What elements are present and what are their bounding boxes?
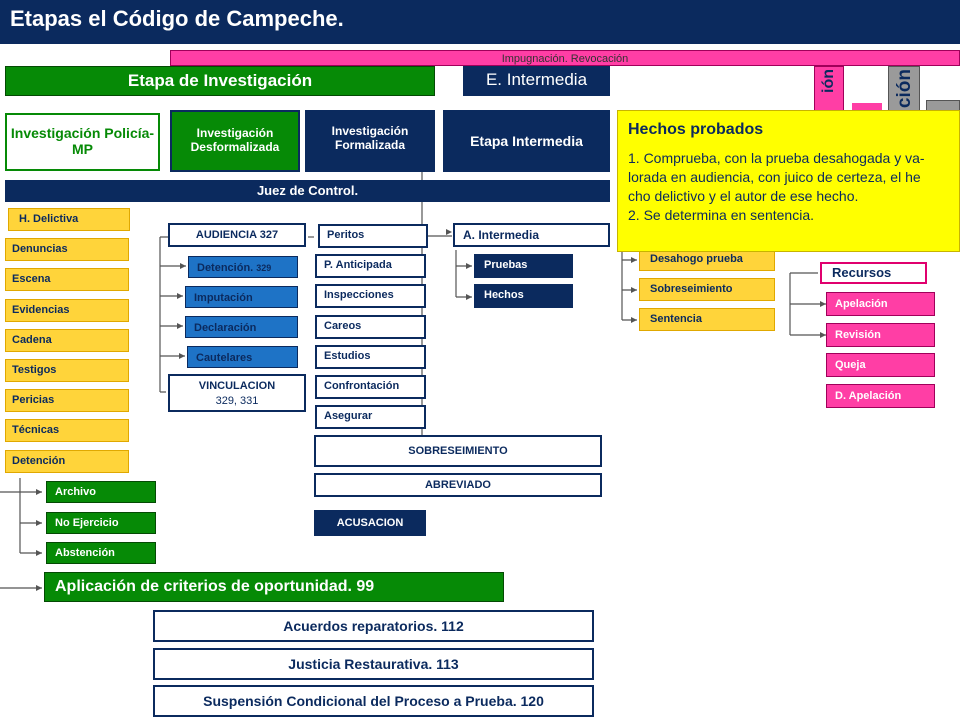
investigacion-formalizada-header: Investigación Formalizada — [305, 110, 435, 172]
detencion-number: 329 — [256, 263, 272, 273]
popup-title: Hechos probados — [628, 121, 764, 138]
formalizada-item[interactable]: Asegurar — [315, 405, 426, 430]
formalizada-item[interactable]: P. Anticipada — [315, 254, 426, 279]
detencion-label: Detención. — [197, 262, 254, 274]
salida-alterna-item[interactable]: Justicia Restaurativa. 113 — [153, 647, 594, 680]
etapa-investigacion-header: Etapa de Investigación — [5, 66, 435, 96]
popup-body: 1. Comprueba, con la prueba desahogada y… — [628, 149, 949, 225]
sobreseimiento-bar: SOBRESEIMIENTO — [314, 435, 602, 467]
formalizada-item[interactable]: Confrontación — [315, 375, 426, 399]
policia-item[interactable]: Denuncias — [5, 238, 129, 262]
outcome-item[interactable]: No Ejercicio — [46, 511, 156, 534]
etapa-intermedia-column-header: Etapa Intermedia — [443, 110, 610, 172]
audiencia-number: 327 — [259, 229, 279, 241]
juicio-item[interactable]: Sentencia — [639, 308, 775, 331]
etapa-intermedia-header: E. Intermedia — [463, 66, 610, 96]
popup-line: 2. Se determina en sentencia. — [628, 207, 815, 223]
impugnacion-bar: Impugnación. Revocación — [170, 50, 960, 66]
vertical-label-right-text: ción — [894, 69, 915, 109]
juez-de-control-bar: Juez de Control. — [5, 180, 610, 202]
vertical-label-left: ión — [814, 66, 844, 116]
popup-line: 1. Comprueba, con la prueba desahogada y… — [628, 150, 925, 166]
vinculacion-number: 329, 331 — [215, 395, 259, 407]
policia-item[interactable]: Detención — [5, 449, 129, 473]
hechos-probados-popup: Hechos probados 1. Comprueba, con la pru… — [617, 110, 960, 252]
recurso-item[interactable]: Queja — [826, 353, 935, 377]
policia-item[interactable]: Testigos — [5, 359, 129, 382]
formalizada-item[interactable]: Inspecciones — [315, 284, 426, 309]
vinculacion-box: VINCULACION 329, 331 — [168, 374, 306, 412]
juicio-item[interactable]: Desahogo prueba — [639, 248, 775, 271]
investigacion-formalizada-label: Investigación Formalizada — [331, 124, 409, 152]
formalizada-item[interactable]: Peritos — [318, 224, 428, 248]
policia-item[interactable]: H. Delictiva — [8, 208, 130, 231]
a-intermedia-box: A. Intermedia — [453, 223, 610, 247]
audiencia-step[interactable]: Imputación — [185, 286, 298, 308]
audiencia-box: AUDIENCIA 327 — [168, 223, 306, 247]
policia-item[interactable]: Evidencias — [5, 298, 129, 322]
formalizada-item[interactable]: Estudios — [315, 344, 426, 369]
salida-alterna-item[interactable]: Acuerdos reparatorios. 112 — [153, 610, 594, 642]
page-title: Etapas el Código de Campeche. — [0, 0, 960, 44]
policia-item[interactable]: Técnicas — [5, 419, 129, 443]
salida-alterna-item[interactable]: Suspensión Condicional del Proceso a Pru… — [153, 685, 594, 717]
vinculacion-label: VINCULACION — [198, 380, 276, 392]
recurso-item[interactable]: Revisión — [826, 322, 935, 347]
vertical-label-left-text: ión — [820, 69, 837, 93]
investigacion-policia-label: Investigación Policía-MP — [10, 125, 155, 157]
intermedia-item[interactable]: Hechos — [474, 284, 573, 308]
outcome-item[interactable]: Archivo — [46, 481, 156, 503]
investigacion-policia-header: Investigación Policía-MP — [5, 113, 160, 171]
vertical-label-right: ción — [888, 66, 920, 116]
investigacion-desformalizada-header: Investigación Desformalizada — [170, 110, 300, 172]
formalizada-item[interactable]: Careos — [315, 314, 426, 339]
policia-item[interactable]: Escena — [5, 268, 129, 292]
acusacion-box: ACUSACION — [314, 510, 426, 536]
policia-item[interactable]: Pericias — [5, 389, 129, 413]
abreviado-bar: ABREVIADO — [314, 473, 602, 497]
popup-line: lorada en audiencia, con juico de certez… — [628, 169, 921, 185]
juicio-item[interactable]: Sobreseimiento — [639, 278, 775, 301]
recurso-item[interactable]: Apelación — [826, 292, 935, 316]
policia-item[interactable]: Cadena — [5, 328, 129, 352]
intermedia-item[interactable]: Pruebas — [474, 254, 573, 278]
audiencia-step[interactable]: Declaración — [185, 316, 298, 338]
outcome-item[interactable]: Abstención — [46, 542, 156, 564]
audiencia-label: AUDIENCIA — [195, 229, 257, 241]
recurso-item[interactable]: D. Apelación — [826, 383, 935, 408]
detencion-box: Detención. 329 — [188, 256, 298, 278]
criterios-oportunidad-bar: Aplicación de criterios de oportunidad. … — [44, 572, 504, 602]
investigacion-desformalizada-label: Investigación Desformalizada — [190, 126, 280, 154]
popup-line: cho delictivo y el autor de ese hecho. — [628, 188, 859, 204]
recursos-title: Recursos — [820, 262, 927, 284]
audiencia-step[interactable]: Cautelares — [187, 346, 298, 368]
